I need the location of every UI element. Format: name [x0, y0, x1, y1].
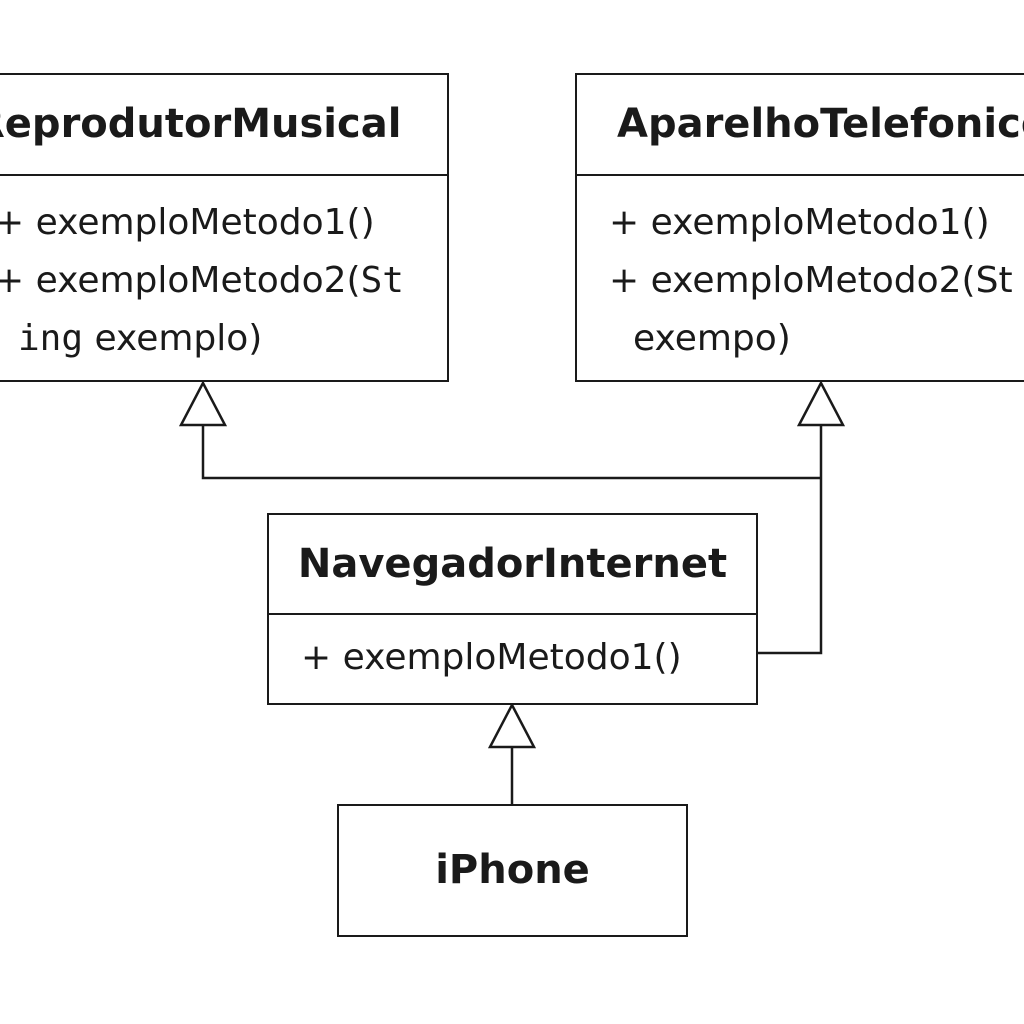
- class-name: ReprodutorMusical: [0, 101, 402, 147]
- method-text: + exemploMetodo2(: [0, 260, 361, 301]
- connector-line-aparelho: [757, 425, 823, 655]
- method-text: exemplo): [83, 318, 263, 359]
- inheritance-arrowhead-navegador: [487, 702, 537, 749]
- class-methods: + exemploMetodo1(): [269, 613, 756, 687]
- method-item: + exemploMetodo1(): [301, 629, 756, 687]
- method-item: + exemploMetodo1(): [0, 194, 447, 252]
- class-name: AparelhoTelefonico: [617, 101, 1024, 147]
- method-text: + exemploMetodo1(): [609, 202, 990, 243]
- method-text: exempo): [633, 318, 791, 359]
- method-text: + exemploMetodo2(St: [609, 260, 1013, 301]
- method-text-mono: St: [360, 260, 404, 301]
- class-box-navegador-internet[interactable]: NavegadorInternet + exemploMetodo1(): [267, 513, 758, 705]
- inheritance-arrowhead-reprodutor: [178, 380, 228, 427]
- inheritance-arrowhead-aparelho: [796, 380, 846, 427]
- method-text: + exemploMetodo1(): [301, 637, 682, 678]
- class-name: iPhone: [435, 847, 590, 893]
- method-item: + exemploMetodo2(St: [0, 252, 447, 310]
- method-item: + exemploMetodo2(St: [609, 252, 1024, 310]
- method-item: + exemploMetodo1(): [609, 194, 1024, 252]
- method-item: ing exemplo): [0, 310, 447, 368]
- class-box-reprodutor-musical[interactable]: ReprodutorMusical + exemploMetodo1() + e…: [0, 73, 449, 382]
- connector-line-reprodutor: [201, 425, 821, 480]
- class-box-aparelho-telefonico[interactable]: AparelhoTelefonico + exemploMetodo1() + …: [575, 73, 1024, 382]
- method-text-mono: ing: [18, 318, 84, 359]
- class-methods: + exemploMetodo1() + exemploMetodo2(St i…: [0, 174, 447, 368]
- class-methods: + exemploMetodo1() + exemploMetodo2(St e…: [577, 174, 1024, 368]
- method-text: + exemploMetodo1(): [0, 202, 375, 243]
- class-box-iphone[interactable]: iPhone: [337, 804, 688, 937]
- class-name: NavegadorInternet: [297, 541, 728, 587]
- method-item: exempo): [609, 310, 1024, 368]
